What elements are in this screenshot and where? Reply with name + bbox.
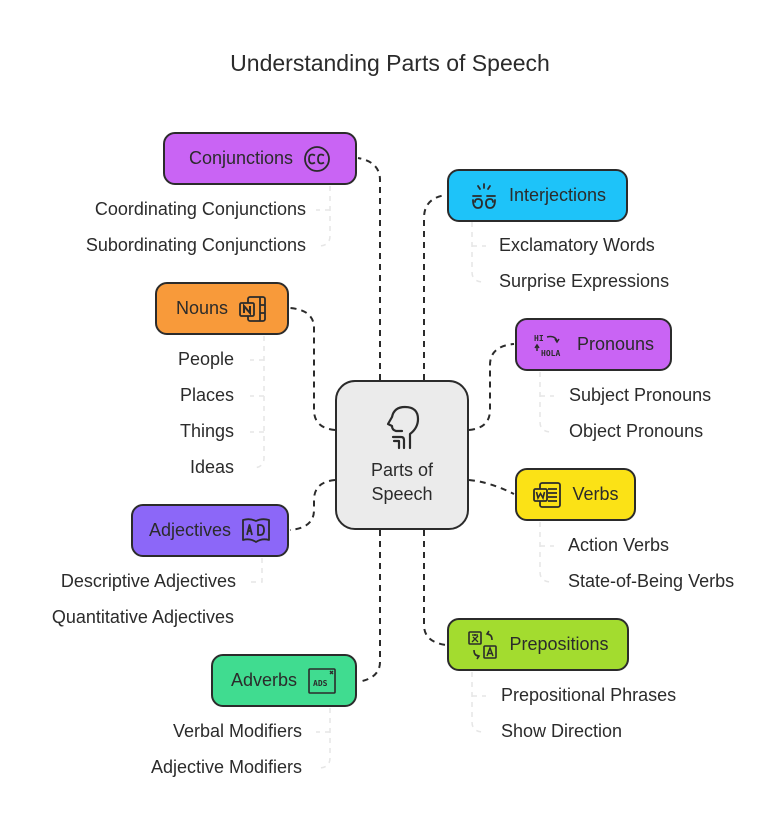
subtree-conjunctions <box>316 186 331 247</box>
leaf-coordinating-conjunctions: Coordinating Conjunctions <box>94 199 306 219</box>
node-label: Adjectives <box>148 520 232 540</box>
leaf-places: Places <box>179 385 234 405</box>
leaf-state-of-being-verbs: State-of-Being Verbs <box>568 571 735 591</box>
connector-prepositions <box>423 530 447 646</box>
svg-text:HOLA: HOLA <box>541 349 560 358</box>
connector-pronouns <box>468 343 515 431</box>
subtree-interjections <box>471 222 486 283</box>
node-label: Conjunctions <box>188 148 294 168</box>
connector-adverbs <box>357 530 381 683</box>
ads-window-icon: ADS <box>307 667 337 695</box>
notebook-n-icon <box>238 295 268 323</box>
center-label-line1: Parts of <box>370 460 434 480</box>
translate-a-icon <box>467 630 499 660</box>
leaf-action-verbs: Action Verbs <box>568 535 670 555</box>
leaf-descriptive-adjectives: Descriptive Adjectives <box>60 571 236 591</box>
node-verbs[interactable]: Verbs <box>515 468 636 521</box>
head-speaking-icon <box>380 404 424 458</box>
leaf-exclamatory-words: Exclamatory Words <box>499 235 655 255</box>
node-interjections[interactable]: Interjections <box>447 169 628 222</box>
subtree-prepositions <box>471 672 486 733</box>
leaf-people: People <box>177 349 234 369</box>
node-adverbs[interactable]: Adverbs ADS <box>211 654 357 707</box>
leaf-things: Things <box>179 421 234 441</box>
subtree-pronouns <box>539 372 554 433</box>
connector-verbs <box>468 479 515 495</box>
svg-text:HI: HI <box>534 334 544 343</box>
leaf-prepositional-phrases: Prepositional Phrases <box>501 685 677 705</box>
subtree-verbs <box>539 522 554 583</box>
exclamation-hands-icon <box>469 182 499 210</box>
diagram-title: Understanding Parts of Speech <box>230 50 550 76</box>
leaf-surprise-expressions: Surprise Expressions <box>499 271 670 291</box>
center-node-parts-of-speech[interactable]: Parts of Speech <box>335 380 469 530</box>
leaf-quantitative-adjectives: Quantitative Adjectives <box>51 607 234 627</box>
node-adjectives[interactable]: Adjectives <box>131 504 289 557</box>
node-label: Pronouns <box>576 334 655 354</box>
subtree-adverbs <box>316 708 331 769</box>
node-nouns[interactable]: Nouns <box>155 282 289 335</box>
node-label: Nouns <box>175 298 229 318</box>
cc-icon <box>303 145 331 173</box>
node-label: Verbs <box>572 484 619 504</box>
connector-nouns <box>289 307 336 431</box>
hi-hola-translate-icon: HI HOLA <box>533 331 567 359</box>
node-label: Adverbs <box>230 670 298 690</box>
connector-conjunctions <box>357 157 381 380</box>
leaf-adjective-modifiers: Adjective Modifiers <box>150 757 302 777</box>
node-label: Prepositions <box>509 634 609 654</box>
node-label: Interjections <box>508 185 607 205</box>
center-label-line2: Speech <box>371 484 433 504</box>
node-pronouns[interactable]: HI HOLA Pronouns <box>515 318 672 371</box>
connector-adjectives <box>289 479 336 531</box>
svg-text:ADS: ADS <box>313 679 328 688</box>
leaf-show-direction: Show Direction <box>501 721 623 741</box>
word-document-icon <box>532 481 562 509</box>
subtree-adjectives <box>250 558 263 583</box>
leaf-ideas: Ideas <box>189 457 234 477</box>
leaf-verbal-modifiers: Verbal Modifiers <box>172 721 302 741</box>
book-ad-icon <box>241 517 271 545</box>
leaf-object-pronouns: Object Pronouns <box>569 421 704 441</box>
subtree-nouns <box>250 336 265 469</box>
connector-interjections <box>423 194 447 380</box>
leaf-subject-pronouns: Subject Pronouns <box>569 385 712 405</box>
node-prepositions[interactable]: Prepositions <box>447 618 629 671</box>
node-conjunctions[interactable]: Conjunctions <box>163 132 357 185</box>
leaf-subordinating-conjunctions: Subordinating Conjunctions <box>85 235 306 255</box>
